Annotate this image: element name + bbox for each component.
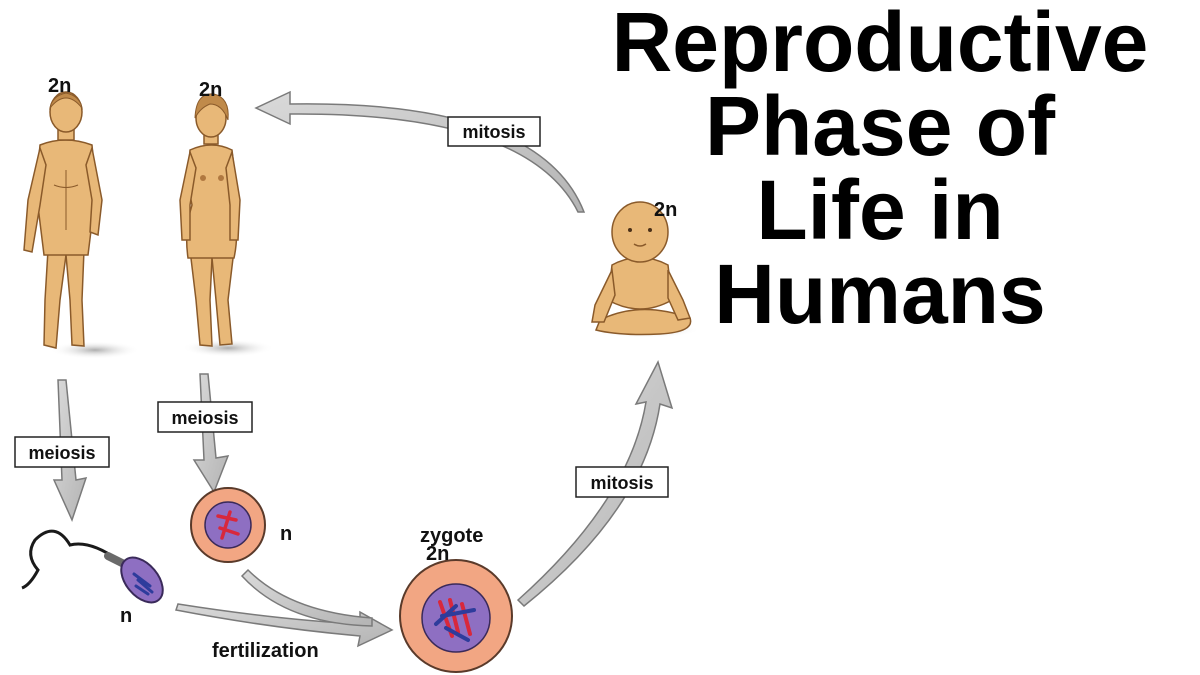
sperm-cell [21,529,164,604]
fertilization-arrow-egg [240,568,373,627]
meiosis-arrow-female [192,373,230,494]
egg-ploidy-label: n [280,523,292,545]
mitosis-label-top: mitosis [447,116,541,147]
meiosis-male-text: meiosis [28,443,95,463]
title-line-1: Reproductive [611,0,1149,89]
mitosis-label-right: mitosis [575,466,669,498]
female-ploidy-label: 2n [199,79,222,101]
egg-cell [190,487,266,563]
fertilization-label: fertilization [212,640,319,662]
male-shadow [50,341,140,359]
mitosis-right-text: mitosis [590,473,653,493]
fertilization-arrow-sperm [175,603,394,648]
baby-figure [590,201,700,338]
adult-female-figure [179,93,274,357]
zygote-cell [399,559,513,673]
title-line-3: Life in [756,163,1004,257]
baby-ploidy-label: 2n [654,199,677,221]
adult-male-figure [23,91,140,359]
male-ploidy-label: 2n [48,75,71,97]
meiosis-female-text: meiosis [171,408,238,428]
mitosis-arrow-top [254,90,586,213]
mitosis-top-text: mitosis [462,122,525,142]
meiosis-label-female: meiosis [157,401,253,433]
title-line-4: Humans [714,247,1046,341]
mitosis-arrow-right [516,360,674,608]
title-line-2: Phase of [704,79,1056,173]
meiosis-label-male: meiosis [14,436,110,468]
sperm-ploidy-label: n [120,605,132,627]
diagram-title: Reproductive Phase of Life in Humans [560,0,1200,336]
zygote-ploidy-label: 2n [426,543,449,565]
zygote-name-label: zygote [420,525,483,547]
